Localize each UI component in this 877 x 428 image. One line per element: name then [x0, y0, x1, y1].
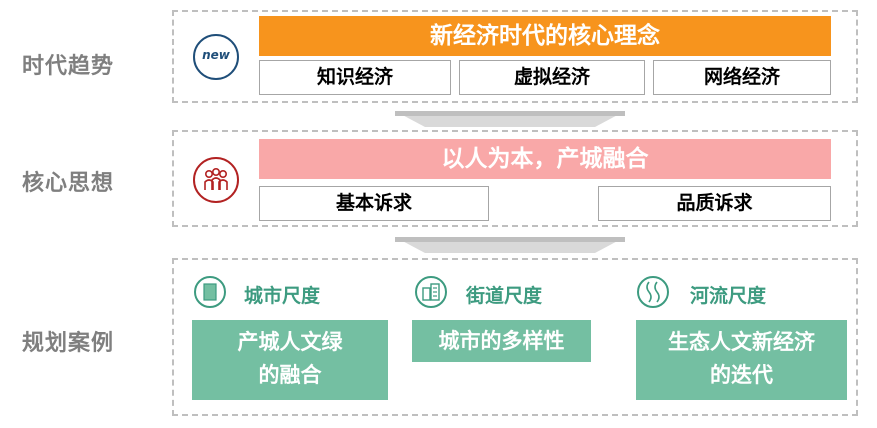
river-icon — [637, 276, 669, 308]
case-box-river: 生态人文新经济 的迭代 — [636, 320, 847, 400]
new-badge-icon: new — [193, 34, 239, 80]
row-label-trend: 时代趋势 — [22, 54, 115, 79]
buildings-icon — [415, 276, 447, 308]
col-heading-street: 街道尺度 — [466, 285, 543, 307]
trend-item-network: 网络经济 — [653, 60, 831, 95]
trend-item-knowledge: 知识经济 — [259, 60, 451, 95]
trend-frame — [172, 10, 858, 103]
case-box-city-line-1: 产城人文绿 — [237, 330, 343, 354]
case-box-street-line-1: 城市的多样性 — [438, 329, 565, 353]
city-block-icon — [194, 276, 226, 308]
core-item-basic: 基本诉求 — [259, 186, 489, 221]
cases-frame — [172, 258, 858, 416]
col-heading-river: 河流尺度 — [690, 285, 767, 307]
down-arrow-2 — [395, 237, 625, 253]
trend-item-virtual: 虚拟经济 — [459, 60, 645, 95]
row-label-cases: 规划案例 — [22, 331, 115, 356]
trend-banner: 新经济时代的核心理念 — [259, 16, 831, 56]
case-box-river-line-2: 的迭代 — [710, 363, 773, 387]
down-arrow-1 — [395, 111, 625, 127]
people-group-icon — [193, 157, 239, 203]
case-box-city: 产城人文绿 的融合 — [192, 320, 388, 400]
col-heading-city: 城市尺度 — [244, 285, 321, 307]
case-box-river-line-1: 生态人文新经济 — [668, 330, 815, 354]
row-label-core: 核心思想 — [22, 171, 115, 196]
case-box-street: 城市的多样性 — [412, 320, 591, 362]
core-frame — [172, 130, 858, 227]
core-item-quality: 品质诉求 — [598, 186, 831, 221]
case-box-city-line-2: 的融合 — [258, 363, 322, 387]
new-badge-text: new — [202, 48, 230, 62]
core-banner: 以人为本，产城融合 — [259, 139, 831, 179]
